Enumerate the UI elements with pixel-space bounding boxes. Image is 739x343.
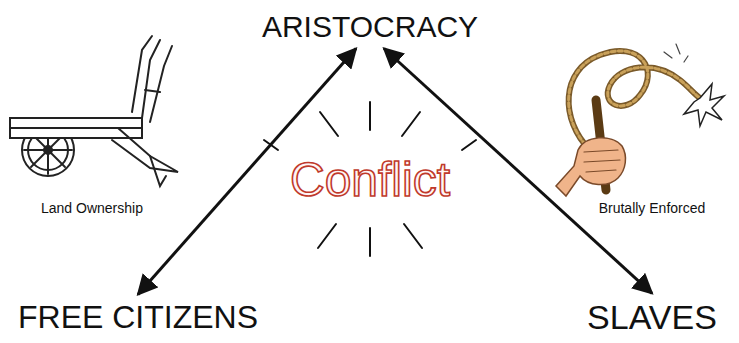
plough-illustration xyxy=(10,36,178,186)
class-node: ARISTOCRACY xyxy=(258,8,482,45)
burst-lines xyxy=(264,102,476,256)
class-name: FREE CITIZENS xyxy=(18,300,258,335)
class-node: SLAVES xyxy=(583,297,721,338)
class-name: SLAVES xyxy=(587,299,717,336)
caption-label: Brutally Enforced xyxy=(599,200,706,216)
class-node: FREE CITIZENS xyxy=(14,298,262,337)
caption-label: Land Ownership xyxy=(41,200,143,216)
conflict-label: Conflict xyxy=(290,152,450,207)
class-name: ARISTOCRACY xyxy=(262,10,478,43)
whip-illustration xyxy=(556,44,724,196)
